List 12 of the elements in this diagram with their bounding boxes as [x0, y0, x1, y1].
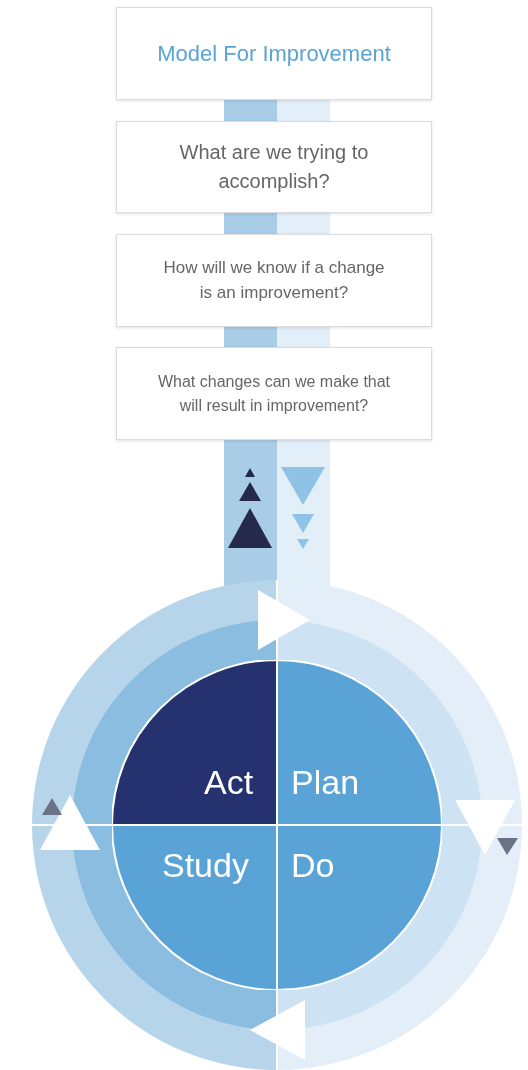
phase-label: Study [162, 845, 249, 885]
question-box [116, 121, 432, 213]
question-text: What changes can we make that will result in improvement? [157, 372, 391, 416]
question-text: What are we trying to accomplish? [178, 140, 370, 194]
title-text: Model For Improvement [157, 39, 391, 68]
phase-label: Act [204, 762, 254, 802]
phase-label: Do [291, 845, 335, 885]
title-box [116, 7, 432, 100]
question-box [116, 234, 432, 327]
question-text: How will we know if a change is an improvement? [162, 256, 386, 304]
phase-label: Plan [291, 762, 360, 802]
question-box [116, 347, 432, 440]
